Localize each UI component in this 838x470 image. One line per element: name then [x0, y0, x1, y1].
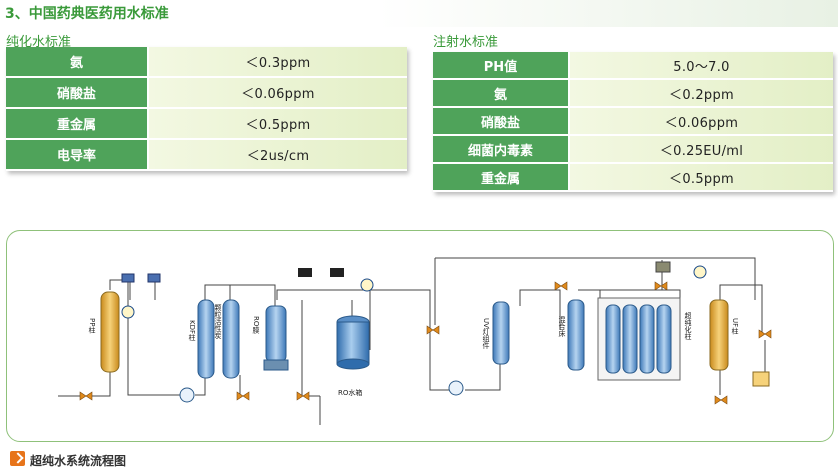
table-row: 氨＜0.3ppm	[6, 47, 407, 78]
tank-label: RO水箱	[338, 388, 362, 397]
table-row: 硝酸盐＜0.06ppm	[6, 78, 407, 109]
tank-bottom	[336, 358, 370, 370]
kdf-label: KDF柱	[188, 320, 196, 342]
pressure-switch-icon	[121, 273, 135, 283]
polish-column	[656, 304, 672, 374]
pressure-switch-icon	[147, 273, 161, 283]
table-row: 电导率＜2us/cm	[6, 140, 407, 171]
mixed-bed-label: 混合床	[558, 315, 566, 338]
polish-column	[639, 304, 655, 374]
table-row: 重金属＜0.5ppm	[6, 109, 407, 140]
polish-label: 超纯化柱	[684, 311, 692, 341]
uf-label: UF柱	[731, 318, 739, 335]
uv-lamp-unit	[492, 301, 510, 365]
pump-icon	[179, 387, 195, 403]
param-value: ＜2us/cm	[149, 140, 407, 171]
diagram-caption: 超纯水系统流程图	[30, 454, 127, 468]
valve-icon	[758, 329, 772, 339]
param-name: 重金属	[6, 109, 149, 140]
polish-column	[622, 304, 638, 374]
pure-water-table: 氨＜0.3ppm 硝酸盐＜0.06ppm 重金属＜0.5ppm 电导率＜2us/…	[6, 47, 407, 171]
carbon-label: 颗粒活性炭	[214, 304, 222, 340]
valve-icon	[714, 395, 728, 405]
param-name: 氨	[433, 80, 570, 108]
injection-water-title: 注射水标准	[433, 35, 499, 50]
filter-housing	[752, 371, 770, 387]
param-name: 硝酸盐	[6, 78, 149, 109]
table-row: 硝酸盐＜0.06ppm	[433, 108, 833, 136]
param-value: ＜0.5ppm	[149, 109, 407, 140]
header-band	[378, 0, 838, 27]
pp-filter-column	[100, 291, 120, 373]
uf-column	[709, 299, 729, 371]
flow-meter-icon	[655, 261, 671, 273]
table-row: 重金属＜0.5ppm	[433, 164, 833, 192]
carbon-column	[222, 299, 240, 379]
uv-label: UV灯组件	[482, 318, 490, 350]
param-name: 细菌内毒素	[433, 136, 570, 164]
param-value: ＜0.2ppm	[570, 80, 833, 108]
arrow-icon	[10, 451, 25, 466]
param-value: ＜0.06ppm	[149, 78, 407, 109]
flow-diagram-frame	[6, 230, 834, 442]
ro-membrane	[265, 305, 287, 363]
param-value: 5.0～7.0	[570, 52, 833, 80]
valve-icon	[654, 281, 668, 291]
param-name: PH值	[433, 52, 570, 80]
meter-icon	[121, 305, 135, 319]
polish-column	[605, 304, 621, 374]
ro-label: RO膜	[252, 316, 260, 335]
table-row: 细菌内毒素＜0.25EU/ml	[433, 136, 833, 164]
param-value: ＜0.25EU/ml	[570, 136, 833, 164]
table-row: 氨＜0.2ppm	[433, 80, 833, 108]
kdf-column	[197, 299, 215, 379]
meter-icon	[360, 278, 374, 292]
valve-icon	[554, 281, 568, 291]
pp-label: PP柱	[88, 318, 96, 335]
pure-water-title: 纯化水标准	[6, 35, 72, 50]
ro-water-tank	[336, 321, 370, 365]
valve-icon	[426, 325, 440, 335]
pressure-switch-icon	[298, 268, 312, 277]
valve-icon	[79, 391, 93, 401]
valve-icon	[236, 391, 250, 401]
param-value: ＜0.3ppm	[149, 47, 407, 78]
pump-icon	[448, 380, 464, 396]
param-name: 电导率	[6, 140, 149, 171]
pressure-switch-icon	[330, 268, 344, 277]
page-heading: 3、中国药典医药用水标准	[5, 6, 169, 22]
param-name: 硝酸盐	[433, 108, 570, 136]
mixed-bed-column	[567, 299, 585, 371]
meter-icon	[693, 265, 707, 279]
valve-icon	[296, 391, 310, 401]
param-name: 重金属	[433, 164, 570, 192]
param-name: 氨	[6, 47, 149, 78]
param-value: ＜0.06ppm	[570, 108, 833, 136]
param-value: ＜0.5ppm	[570, 164, 833, 192]
ro-base	[263, 359, 289, 371]
